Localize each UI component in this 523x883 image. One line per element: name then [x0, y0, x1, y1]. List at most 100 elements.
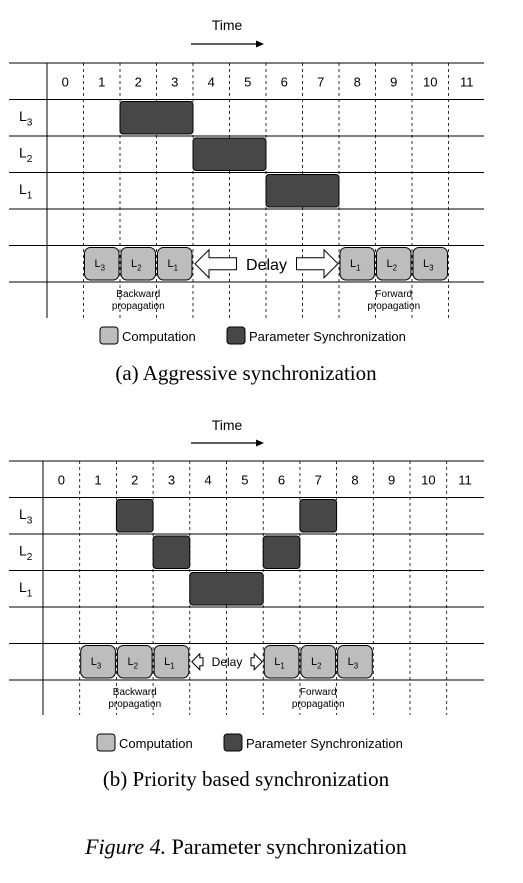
column-header: 9 — [388, 472, 395, 487]
computation-block — [376, 247, 412, 281]
legend-computation-label: Computation — [122, 329, 196, 344]
sync-block — [262, 535, 301, 569]
sync-block — [119, 101, 194, 135]
sync-block — [299, 499, 338, 533]
computation-block-label-letter: L — [423, 258, 429, 270]
delay-label: Delay — [246, 257, 287, 274]
delay-arrow-left — [191, 652, 204, 671]
row-label-letter: L — [19, 542, 27, 558]
computation-block-label: L2 — [311, 656, 322, 671]
column-header: 3 — [171, 74, 178, 89]
sync-block — [152, 535, 191, 569]
column-header: 2 — [135, 74, 142, 89]
computation-block-label-letter: L — [386, 258, 392, 270]
forward-propagation-label: Forward — [375, 289, 412, 300]
forward-propagation-label: propagation — [292, 699, 345, 710]
legend-sync-label: Parameter Synchronization — [246, 736, 403, 751]
computation-block — [337, 645, 373, 679]
computation-block-label-subscript: 2 — [393, 264, 397, 273]
time-arrow-head — [256, 439, 264, 447]
column-header: 8 — [354, 74, 361, 89]
row-label: L1 — [19, 181, 33, 202]
computation-block — [116, 645, 153, 679]
column-header: 5 — [241, 472, 248, 487]
backward-propagation-label: propagation — [112, 301, 165, 312]
time-label: Time — [212, 417, 243, 433]
column-header: 6 — [278, 472, 285, 487]
computation-block-label-subscript: 3 — [101, 264, 106, 273]
computation-block — [120, 247, 156, 281]
row-label-letter: L — [19, 579, 27, 595]
row-label: L2 — [19, 144, 33, 165]
panel-caption: (a) Aggressive synchronization — [115, 361, 377, 385]
column-header: 9 — [390, 74, 397, 89]
backward-propagation-label: Backward — [113, 687, 157, 698]
column-header: 10 — [423, 74, 437, 89]
computation-block-label: L3 — [94, 258, 105, 273]
computation-block — [80, 645, 116, 679]
computation-block-label-subscript: 3 — [429, 264, 434, 273]
column-header: 7 — [315, 472, 322, 487]
time-arrow-head — [256, 40, 264, 48]
row-label-letter: L — [19, 181, 27, 197]
computation-block-label-subscript: 1 — [280, 662, 285, 671]
computation-block-label-letter: L — [274, 656, 280, 668]
column-header: 1 — [98, 74, 105, 89]
row-label-subscript: 1 — [27, 589, 33, 600]
legend-computation-swatch — [96, 733, 116, 752]
column-header: 2 — [131, 472, 138, 487]
time-label: Time — [212, 17, 243, 33]
forward-propagation-label: Forward — [300, 687, 337, 698]
row-label: L3 — [19, 506, 33, 527]
column-header: 11 — [460, 74, 474, 89]
backward-propagation-label: Backward — [116, 289, 160, 300]
computation-block — [300, 645, 337, 679]
row-label-letter: L — [19, 506, 27, 522]
column-header: 4 — [208, 74, 215, 89]
column-header: 5 — [244, 74, 251, 89]
sync-block — [192, 137, 267, 171]
row-label-subscript: 3 — [27, 516, 33, 527]
row-label: L3 — [19, 108, 33, 129]
row-label-subscript: 3 — [27, 118, 33, 129]
row-label: L2 — [19, 542, 33, 563]
computation-block-label: L2 — [386, 258, 397, 273]
computation-block-label-subscript: 2 — [134, 662, 138, 671]
computation-block-label-letter: L — [167, 258, 173, 270]
computation-block-label: L1 — [164, 656, 175, 671]
computation-block — [84, 247, 120, 281]
backward-propagation-label: propagation — [108, 699, 161, 710]
computation-block-label: L2 — [127, 656, 138, 671]
forward-propagation-label: propagation — [367, 301, 420, 312]
row-label-letter: L — [19, 108, 27, 124]
computation-block-label: L3 — [91, 656, 102, 671]
figure-caption-text: Parameter synchronization — [166, 834, 407, 859]
delay-label: Delay — [212, 655, 243, 669]
column-header: 1 — [94, 472, 101, 487]
column-header: 10 — [421, 472, 435, 487]
delay-arrow-left — [194, 248, 237, 279]
computation-block-label-letter: L — [91, 656, 97, 668]
column-header: 3 — [168, 472, 175, 487]
computation-block — [263, 645, 300, 679]
legend-computation-label: Computation — [119, 736, 193, 751]
legend-computation-swatch — [99, 326, 119, 345]
computation-block-label-subscript: 2 — [137, 264, 141, 273]
computation-block-label: L3 — [423, 258, 434, 273]
sync-block — [265, 174, 340, 208]
column-header: 6 — [281, 74, 288, 89]
computation-block — [153, 645, 190, 679]
column-header: 7 — [317, 74, 324, 89]
computation-block-label-letter: L — [164, 656, 170, 668]
column-header: 11 — [458, 472, 472, 487]
computation-block-label-letter: L — [348, 656, 354, 668]
computation-block-label: L1 — [350, 258, 361, 273]
computation-block-label: L3 — [348, 656, 359, 671]
row-label: L1 — [19, 579, 33, 600]
sync-block — [189, 572, 264, 606]
computation-block-label-subscript: 2 — [317, 662, 321, 671]
